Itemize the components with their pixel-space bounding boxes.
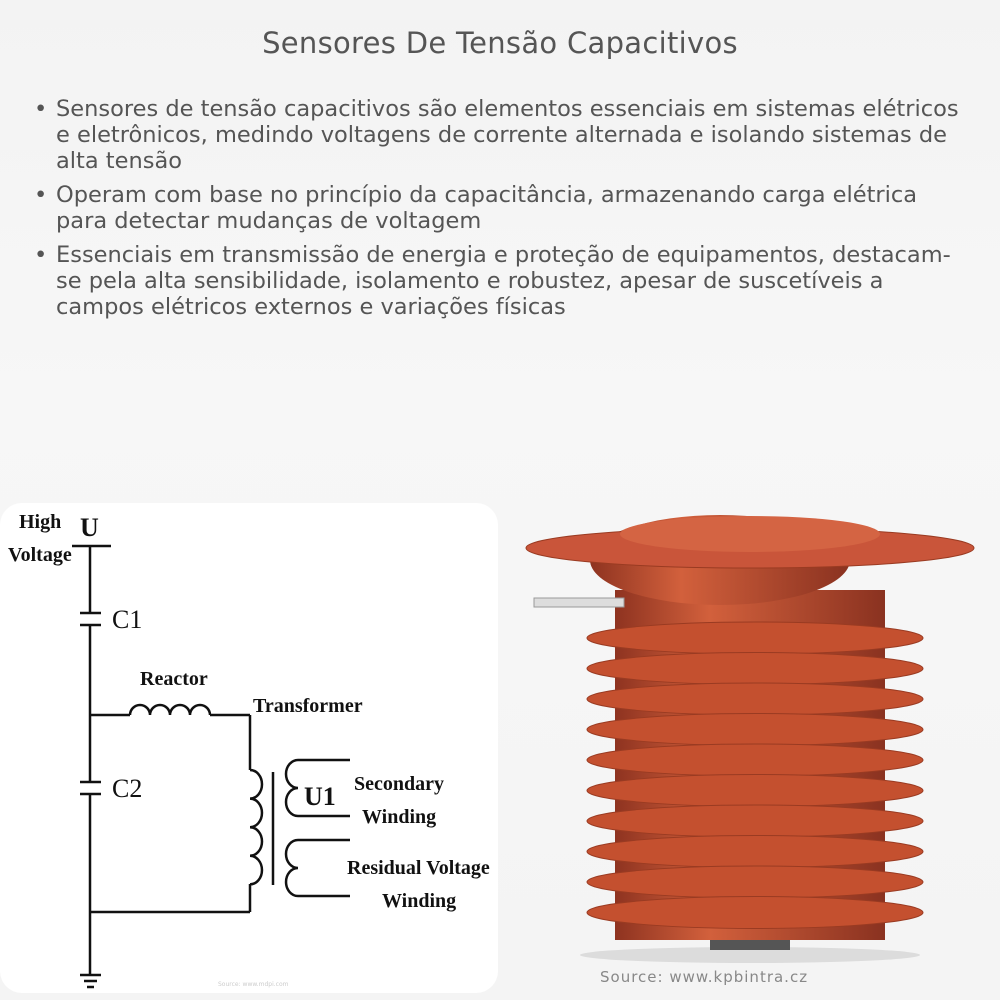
insulator-shed [586, 682, 924, 716]
label-residual-voltage: Residual Voltage [347, 857, 490, 879]
label-secondary-winding: Winding [362, 806, 436, 828]
insulator-shed [586, 804, 924, 838]
insulator-shed [586, 652, 924, 685]
bullet-list: Sensores de tensão capacitivos são eleme… [34, 96, 974, 328]
capacitive-sensor-photo [525, 515, 975, 963]
photo-source: Source: www.kpbintra.cz [600, 968, 809, 986]
diagram-source: Source: www.mdpi.com [218, 981, 289, 988]
insulator-shed [586, 713, 924, 746]
insulator-shed [586, 865, 924, 899]
bullet-item: Operam com base no princípio da capacitâ… [34, 182, 974, 234]
label-transformer: Transformer [253, 695, 363, 717]
label-c2: C2 [112, 774, 142, 803]
reactor-inductor [128, 703, 212, 716]
bullet-item: Essenciais em transmissão de energia e p… [34, 242, 974, 320]
label-reactor: Reactor [140, 668, 208, 690]
residual-winding [284, 838, 350, 898]
insulator-shed [586, 774, 924, 807]
page-title: Sensores De Tensão Capacitivos [262, 26, 738, 60]
label-c1: C1 [112, 605, 142, 634]
label-voltage: Voltage [8, 544, 72, 566]
insulator-shed [586, 743, 924, 777]
label-secondary: Secondary [354, 773, 444, 795]
transformer-primary-coil [249, 768, 264, 886]
label-u1: U1 [304, 782, 336, 811]
label-residual-winding: Winding [382, 890, 456, 912]
secondary-winding [284, 758, 350, 818]
bullet-item: Sensores de tensão capacitivos são eleme… [34, 96, 974, 174]
circuit-diagram: High Voltage U C1 C2 Reactor Transformer… [8, 511, 490, 989]
insulator-shed [586, 835, 924, 868]
insulator-shed [586, 621, 924, 655]
label-u: U [80, 513, 99, 542]
label-high: High [19, 511, 61, 533]
insulator-shed [586, 896, 924, 929]
